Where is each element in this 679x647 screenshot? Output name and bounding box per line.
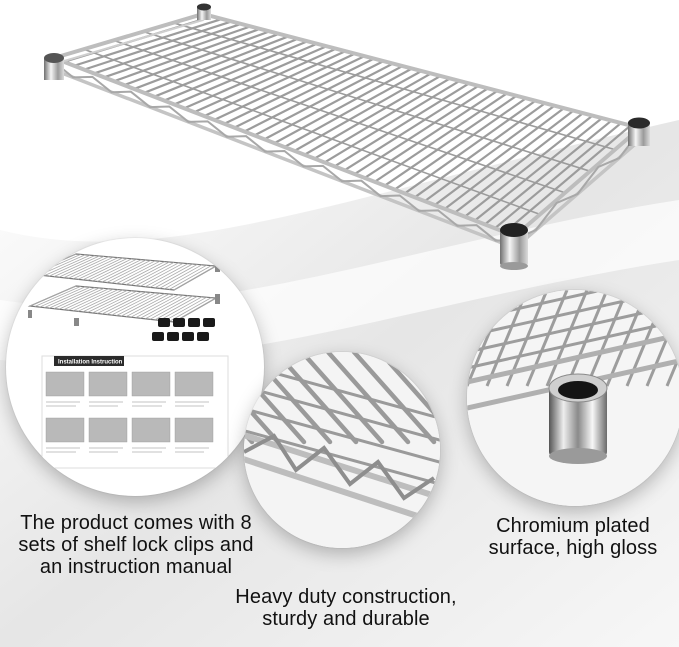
chrome-sleeve-closeup-image — [467, 290, 679, 506]
shelves-clips-manual-image: Installation Instruction — [6, 238, 264, 496]
manual-title: Installation Instruction — [58, 360, 123, 366]
wire-truss-closeup-image — [244, 352, 440, 548]
caption-clips-manual: The product comes with 8 sets of shelf l… — [18, 512, 254, 578]
wire-shelf-image — [44, 3, 650, 270]
lock-clips — [152, 318, 215, 341]
instruction-manual: Installation Instruction — [41, 355, 229, 469]
caption-chromium: Chromium plated surface, high gloss — [488, 515, 658, 559]
caption-heavy-duty: Heavy duty construction, sturdy and dura… — [235, 586, 457, 630]
